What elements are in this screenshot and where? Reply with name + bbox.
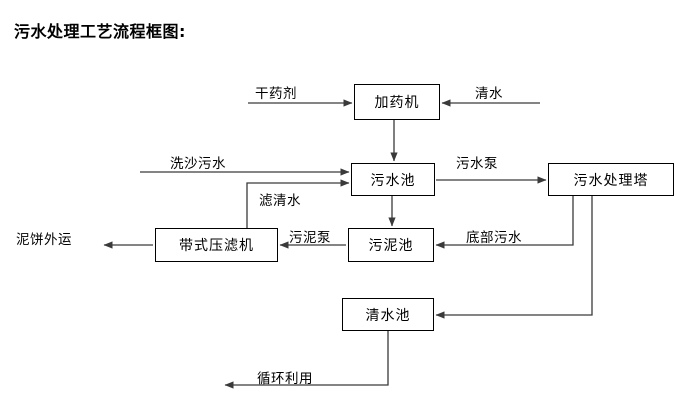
edge-label-clean-water: 清水 bbox=[475, 86, 503, 102]
wire-press-to-sewage-pool bbox=[246, 179, 350, 228]
edge-label-recycle-reuse: 循环利用 bbox=[257, 371, 313, 387]
edge-label-filtered-clear-water: 滤清水 bbox=[259, 193, 301, 209]
node-sewage-pool-label: 污水池 bbox=[370, 172, 416, 189]
node-dosing-machine[interactable]: 加药机 bbox=[354, 84, 440, 120]
edge-label-sludge-pump: 污泥泵 bbox=[289, 230, 331, 246]
edge-label-sand-wash-sewage: 洗沙污水 bbox=[170, 156, 226, 172]
node-belt-filter-press[interactable]: 带式压滤机 bbox=[155, 228, 278, 262]
edge-label-mud-cake-outbound: 泥饼外运 bbox=[16, 232, 72, 248]
wire-tower-to-sludge-pool bbox=[435, 196, 574, 249]
node-clear-water-pool-label: 清水池 bbox=[365, 307, 411, 324]
node-sludge-pool[interactable]: 污泥池 bbox=[348, 228, 434, 262]
node-sewage-pool[interactable]: 污水池 bbox=[351, 163, 435, 196]
edge-label-bottom-sewage: 底部污水 bbox=[466, 230, 522, 246]
node-treatment-tower-label: 污水处理塔 bbox=[573, 172, 649, 189]
wire-tower-to-clear-water-pool bbox=[435, 196, 593, 319]
node-belt-filter-press-label: 带式压滤机 bbox=[179, 238, 254, 254]
edge-label-dry-reagent: 干药剂 bbox=[255, 86, 297, 102]
node-treatment-tower[interactable]: 污水处理塔 bbox=[548, 163, 674, 196]
edge-label-sewage-pump: 污水泵 bbox=[456, 156, 498, 172]
node-dosing-machine-label: 加药机 bbox=[374, 95, 420, 111]
wire-clear-water-pool-to-reuse bbox=[224, 331, 389, 389]
node-sludge-pool-label: 污泥池 bbox=[368, 238, 414, 254]
node-clear-water-pool[interactable]: 清水池 bbox=[342, 298, 434, 331]
page-title: 污水处理工艺流程框图: bbox=[14, 22, 186, 41]
